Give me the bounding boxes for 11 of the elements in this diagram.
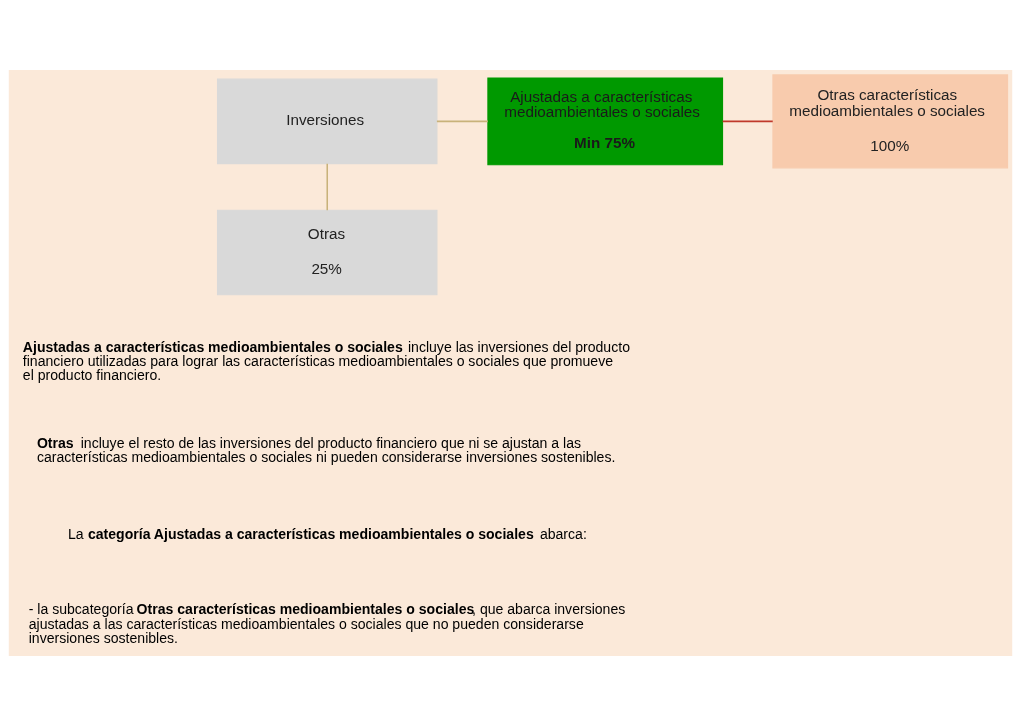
label: Otras incluye el resto de las inversiones del producto financiero que ni se ajustan a las características medioambientales o sociales ni pueden considerarse inversiones sostenibles. xyxy=(36,434,616,465)
connector xyxy=(721,120,774,123)
node-box: Otras 25% xyxy=(216,209,438,296)
label: La categoría Ajustadas a características medioambientales o sociales abarca: xyxy=(68,525,587,542)
node-box: Ajustadas a características medioambientales o sociales Min 75% xyxy=(487,77,724,166)
connector xyxy=(326,162,328,211)
node-box: Otras características medioambientales o sociales 100% xyxy=(772,74,1009,169)
node-box: Inversiones xyxy=(216,78,438,165)
label: - la subcategoría Otras características medioambientales o sociales, que abarca inversiones ajustadas a las características medioambientales o sociales que no pueden considerarse inversiones sostenibles. xyxy=(28,601,626,646)
label: Ajustadas a características medioambientales o sociales incluye las inversiones del producto financiero utilizadas para lograr las características medioambientales o sociales que promueve el producto financiero. xyxy=(22,338,630,383)
connector xyxy=(436,120,489,123)
